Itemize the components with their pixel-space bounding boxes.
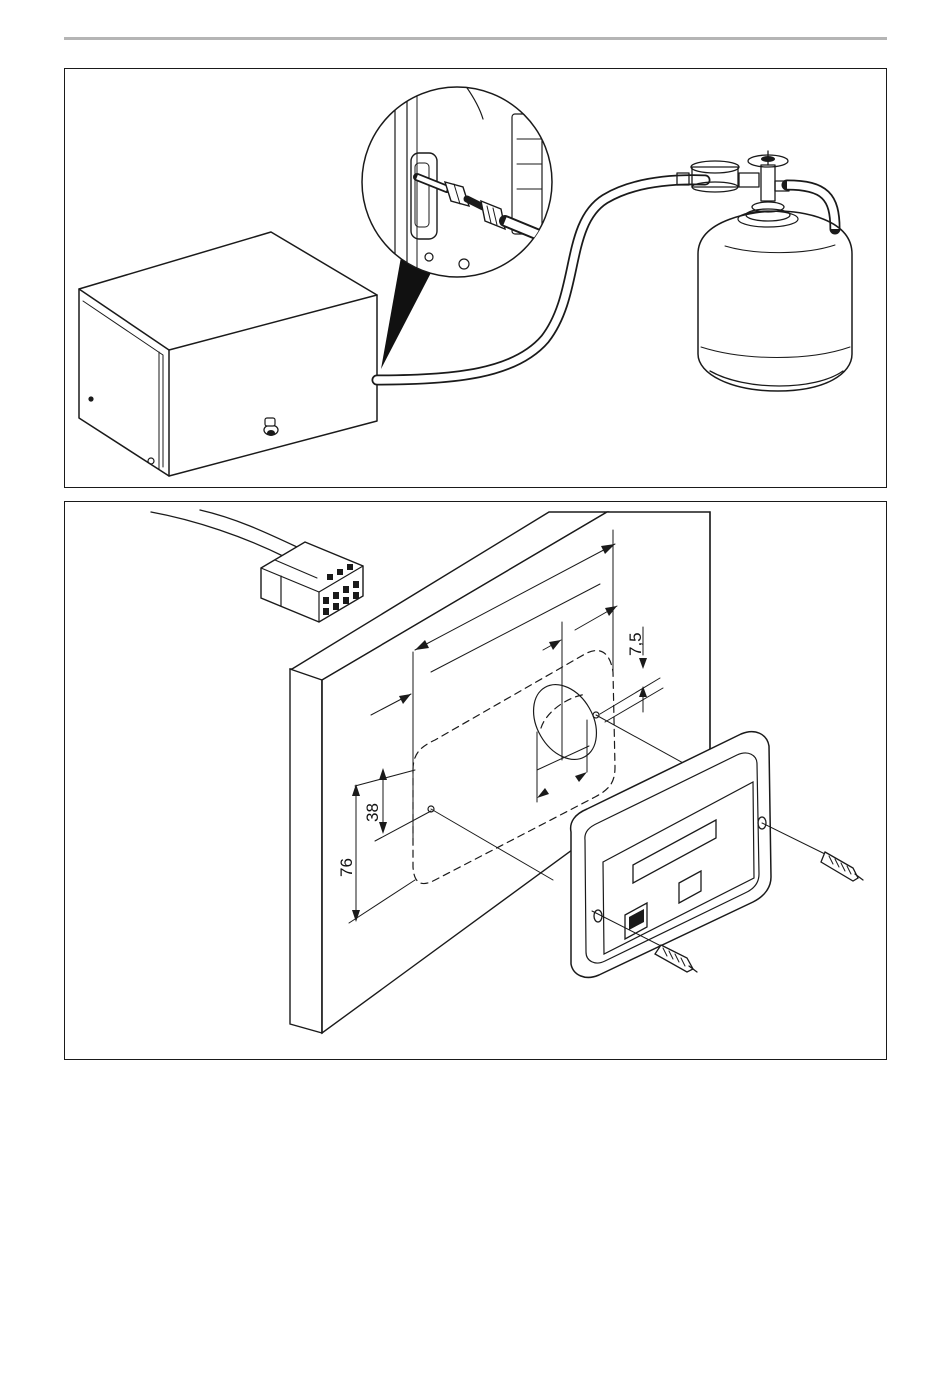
dimension-inner-height: 38 bbox=[363, 803, 382, 822]
detail-pointer bbox=[381, 257, 435, 369]
gas-connection-illustration bbox=[65, 69, 886, 487]
appliance-box bbox=[79, 232, 377, 476]
screw-hole-icon bbox=[88, 396, 93, 401]
wing-nut-icon bbox=[264, 418, 278, 436]
connector-plug-icon bbox=[151, 510, 363, 622]
control-panel-mounting-figure: 7,5 38 76 bbox=[64, 501, 887, 1060]
screw-icon bbox=[762, 823, 863, 881]
pressure-regulator bbox=[677, 161, 759, 192]
gas-connection-figure bbox=[64, 68, 887, 488]
page-header-rule bbox=[64, 37, 887, 40]
dimension-outer-height: 76 bbox=[337, 858, 356, 877]
cylinder-valve bbox=[746, 151, 835, 229]
dimension-top-offset: 7,5 bbox=[626, 632, 645, 656]
mounting-illustration: 7,5 38 76 bbox=[65, 502, 886, 1059]
gas-cylinder bbox=[698, 211, 852, 391]
screw-icon-2 bbox=[655, 945, 697, 972]
connection-detail bbox=[362, 79, 585, 289]
